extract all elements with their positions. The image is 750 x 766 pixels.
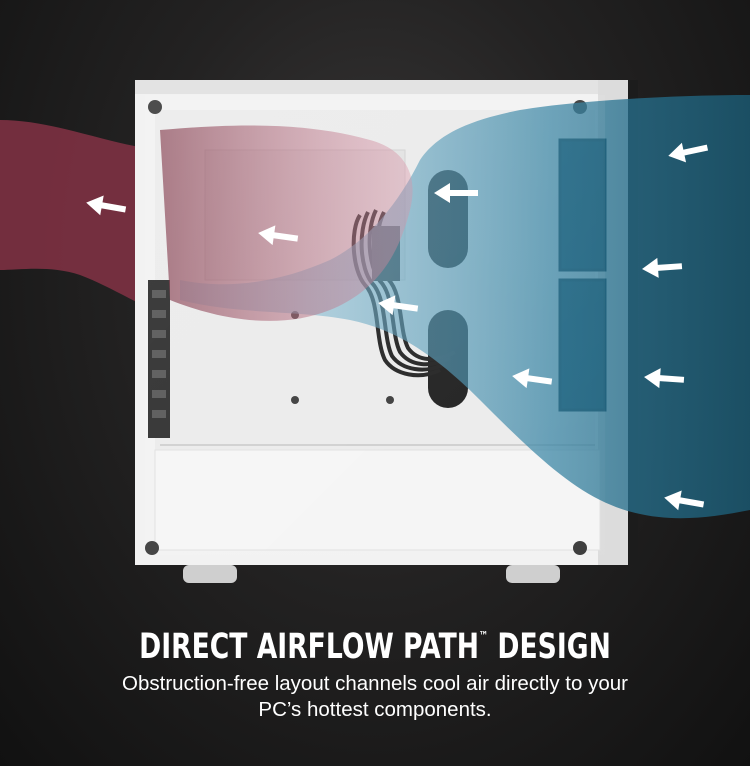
case-foot-right (506, 565, 560, 583)
case-top-edge (135, 80, 635, 94)
arrow-icon (644, 368, 685, 389)
arrow-icon (86, 195, 127, 216)
headline-part2: DESIGN (488, 627, 611, 667)
arrow-icon (512, 368, 553, 389)
glass-side-panel (145, 95, 605, 555)
arrow-icon (434, 183, 478, 203)
headline: DIRECT AIRFLOW PATH™ DESIGN (90, 612, 660, 671)
trademark-symbol: ™ (479, 629, 489, 643)
arrow-icon (642, 257, 683, 278)
subheading: Obstruction-free layout channels cool ai… (60, 671, 690, 723)
arrow-icon (378, 295, 419, 316)
arrow-icon (668, 142, 709, 163)
subheading-line-1: Obstruction-free layout channels cool ai… (122, 672, 628, 695)
pc-case-airflow-illustration (0, 80, 750, 583)
case-foot-left (183, 565, 237, 583)
airflow-arrows (86, 142, 709, 511)
arrow-icon (664, 490, 705, 511)
subheading-line-2: PC’s hottest components. (258, 698, 492, 721)
headline-part1: DIRECT AIRFLOW PATH (139, 627, 480, 667)
arrow-icon (258, 225, 299, 246)
